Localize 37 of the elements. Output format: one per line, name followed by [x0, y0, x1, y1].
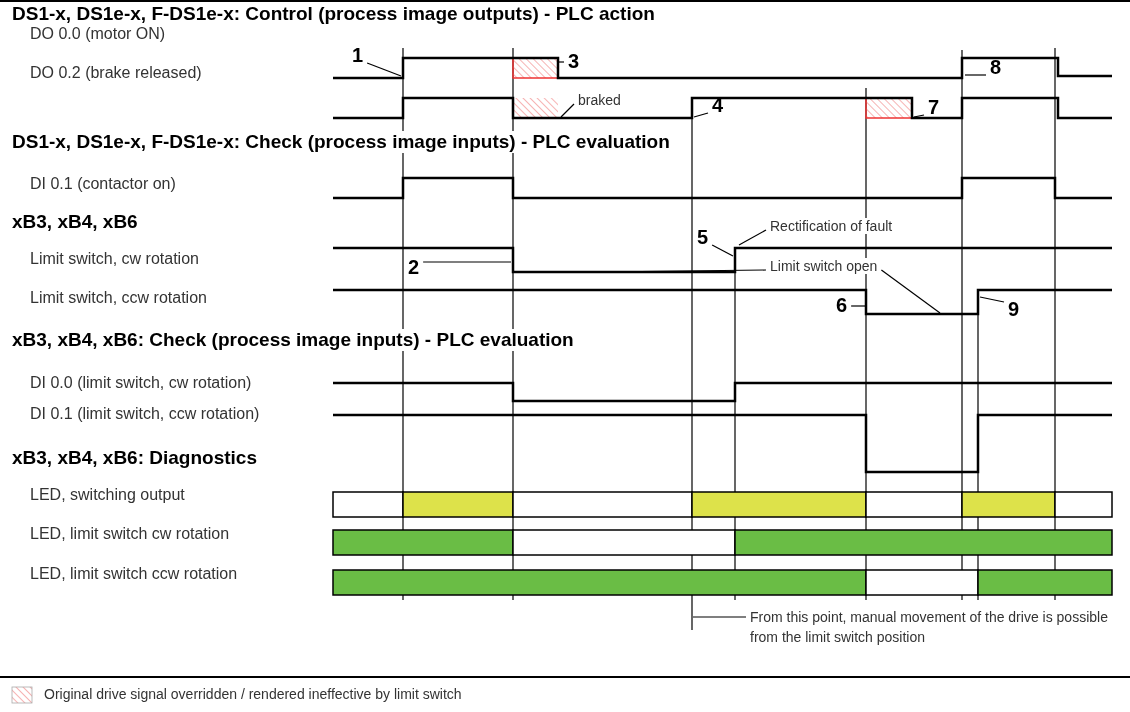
leader-line [850, 305, 866, 307]
signal-name: LED, limit switch ccw rotation [30, 565, 238, 583]
signal-name: DI 0.1 (limit switch, ccw rotation) [30, 405, 260, 423]
callout-number: 3 [568, 50, 580, 73]
callout-number: 1 [352, 44, 364, 67]
callout-number: 6 [836, 294, 848, 317]
callout-number: 4 [712, 94, 724, 117]
leader-line [880, 269, 941, 314]
callout-number: 2 [408, 256, 420, 279]
leader-line [692, 616, 747, 618]
leader-line [693, 112, 709, 118]
callout-number: 9 [1008, 298, 1020, 321]
callout-number: 5 [697, 226, 709, 249]
leader-line [979, 296, 1005, 303]
legend-text: Original drive signal overridden / rendered ineffective by limit switch [44, 686, 462, 702]
leader-line [964, 74, 987, 76]
signal-name: DI 0.1 (contactor on) [30, 175, 176, 193]
callout-number: 8 [990, 56, 1002, 79]
signal-name: DI 0.0 (limit switch, cw rotation) [30, 374, 252, 392]
leader-line [422, 261, 512, 263]
signal-name: Limit switch, cw rotation [30, 250, 199, 268]
signal-name: Limit switch, ccw rotation [30, 289, 207, 307]
callout-number: 7 [928, 96, 940, 119]
signal-name: LED, limit switch cw rotation [30, 525, 230, 543]
annotation-text: Limit switch open [770, 258, 878, 274]
leader-line [711, 244, 734, 257]
signal-name: DO 0.2 (brake released) [30, 64, 202, 82]
leader-line [560, 103, 575, 118]
signal-name: DO 0.0 (motor ON) [30, 25, 166, 43]
annotation-text: Rectification of fault [770, 218, 893, 234]
leader-line [558, 61, 565, 63]
leader-line [599, 269, 767, 273]
leader-line [366, 62, 402, 77]
leader-line [913, 114, 925, 118]
annotation-text: braked [578, 92, 621, 108]
signal-name: LED, switching output [30, 486, 185, 504]
leader-line [738, 229, 767, 246]
